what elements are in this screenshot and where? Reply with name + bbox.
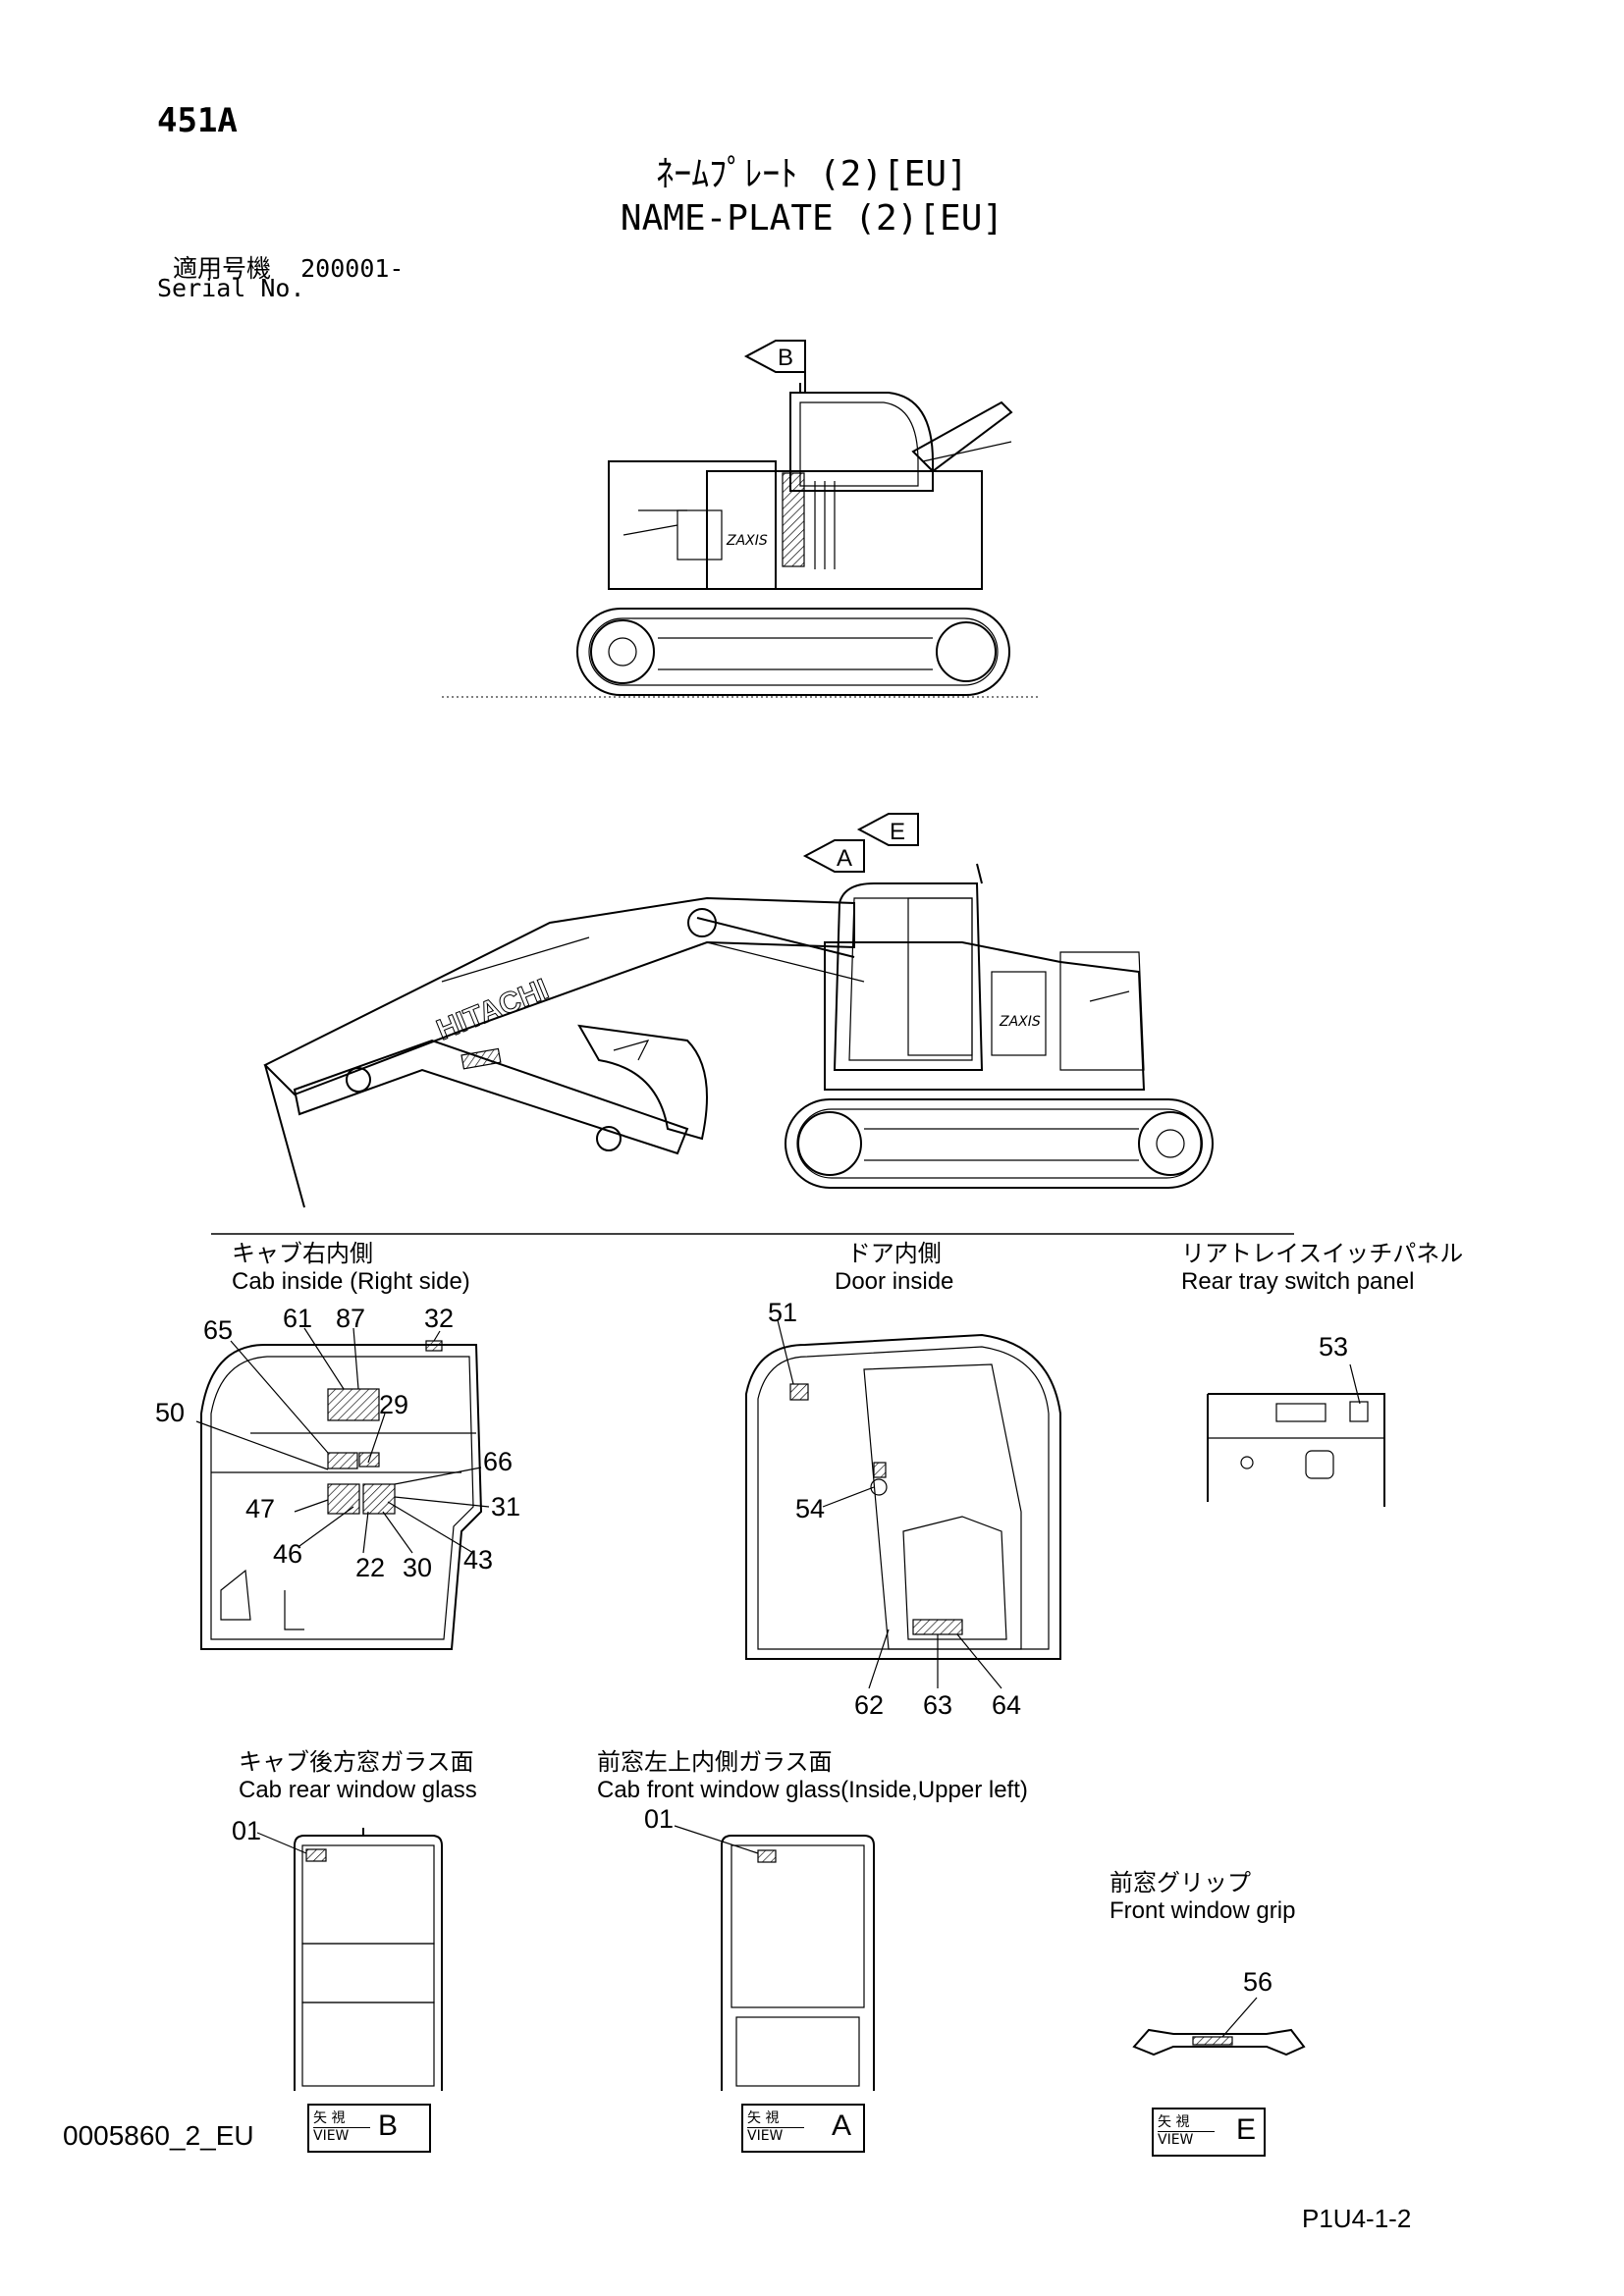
callout-65: 65 [203, 1315, 234, 1345]
callout-31: 31 [491, 1492, 521, 1522]
callout-64: 64 [992, 1690, 1022, 1720]
front-grip-title-jp: 前窓グリップ [1110, 1870, 1251, 1896]
callout-22: 22 [355, 1553, 386, 1582]
callout-61: 61 [283, 1304, 313, 1333]
view-b-jp: 矢 視 [313, 2110, 346, 2126]
rear-tray-title-en: Rear tray switch panel [1181, 1268, 1415, 1295]
document-code: 451A [157, 101, 238, 140]
view-a-en: VIEW [747, 2127, 804, 2144]
cab-right-title-en: Cab inside (Right side) [232, 1268, 470, 1295]
page-reference: P1U4-1-2 [1302, 2204, 1412, 2233]
callout-50: 50 [155, 1398, 186, 1427]
cab-right-title: キャブ右内側 Cab inside (Right side) [232, 1241, 470, 1296]
callout-54: 54 [795, 1494, 826, 1523]
cab-rear-title-jp: キャブ後方窓ガラス面 [239, 1749, 474, 1776]
view-b-en: VIEW [313, 2127, 370, 2144]
excavator-side-view: ZAXIS [442, 373, 1041, 698]
serial-label-jp: 適用号機 [173, 254, 272, 283]
page-title-japanese: ﾈｰﾑﾌﾟﾚｰﾄ (2)[EU] [656, 154, 968, 194]
marker-b-letter: B [778, 345, 793, 371]
cab-front-title: 前窓左上内側ガラス面 Cab front window glass(Inside… [597, 1749, 1028, 1804]
callout-62: 62 [854, 1690, 885, 1720]
cab-rear-title: キャブ後方窓ガラス面 Cab rear window glass [239, 1749, 477, 1804]
rear-tray-drawing [1207, 1363, 1385, 1507]
drawing-number: 0005860_2_EU [63, 2120, 254, 2151]
serial-label-english: Serial No. [157, 274, 305, 302]
view-e-jp: 矢 視 [1158, 2114, 1190, 2130]
callout-51: 51 [768, 1298, 798, 1327]
view-b-letter: B [378, 2109, 399, 2142]
cab-front-title-en: Cab front window glass(Inside,Upper left… [597, 1777, 1028, 1803]
rear-tray-title-jp: リアトレイスイッチパネル [1181, 1241, 1464, 1267]
view-box-e: 矢 視 VIEW E [1152, 2108, 1266, 2157]
view-box-a: 矢 視 VIEW A [741, 2104, 865, 2153]
callout-32: 32 [424, 1304, 455, 1333]
boom-brand-text: HITACHI [432, 973, 553, 1046]
cab-right-title-jp: キャブ右内側 [232, 1241, 373, 1267]
door-title-en: Door inside [835, 1268, 954, 1295]
cab-front-drawing [674, 1825, 875, 2091]
page-title-english: NAME-PLATE (2)[EU] [620, 198, 1004, 239]
front-grip-title-en: Front window grip [1110, 1897, 1296, 1924]
callout-30: 30 [403, 1553, 433, 1582]
view-box-b: 矢 視 VIEW B [307, 2104, 431, 2153]
model-badge-side: ZAXIS [726, 533, 768, 549]
door-inside-drawing [745, 1319, 1061, 1689]
marker-a-letter: A [837, 845, 852, 872]
view-marker-a: A [802, 839, 865, 873]
serial-label-japanese: 適用号機 200001- [173, 249, 404, 285]
callout-87: 87 [336, 1304, 366, 1333]
door-title-jp: ドア内側 [846, 1241, 942, 1267]
callout-53: 53 [1319, 1332, 1349, 1362]
callout-66: 66 [483, 1447, 514, 1476]
cab-right-drawing [195, 1327, 490, 1650]
callout-63: 63 [923, 1690, 953, 1720]
view-e-en: VIEW [1158, 2131, 1215, 2148]
cab-rear-title-en: Cab rear window glass [239, 1777, 477, 1803]
callout-29: 29 [379, 1390, 409, 1419]
door-title: ドア内側 Door inside [835, 1241, 953, 1296]
callout-46: 46 [273, 1539, 303, 1569]
callout-56: 56 [1243, 1967, 1273, 1997]
front-grip-drawing [1132, 1997, 1306, 2056]
callout-01-rear: 01 [232, 1816, 262, 1845]
serial-number: 200001- [300, 254, 405, 283]
callout-47: 47 [245, 1494, 276, 1523]
view-a-letter: A [832, 2109, 852, 2142]
model-badge-front: ZAXIS [999, 1014, 1041, 1030]
view-a-jp: 矢 視 [747, 2110, 780, 2126]
view-marker-b: B [743, 340, 806, 373]
cab-front-title-jp: 前窓左上内側ガラス面 [597, 1749, 833, 1776]
view-e-letter: E [1236, 2113, 1257, 2146]
excavator-boom-view: ZAXIS HITACHI [211, 863, 1294, 1235]
front-grip-title: 前窓グリップ Front window grip [1110, 1870, 1295, 1925]
marker-e-letter: E [890, 819, 905, 845]
callout-01-front: 01 [644, 1804, 675, 1834]
callout-43: 43 [463, 1545, 494, 1575]
view-marker-e: E [856, 813, 919, 846]
rear-tray-title: リアトレイスイッチパネル Rear tray switch panel [1181, 1241, 1463, 1296]
cab-rear-drawing [256, 1828, 443, 2091]
